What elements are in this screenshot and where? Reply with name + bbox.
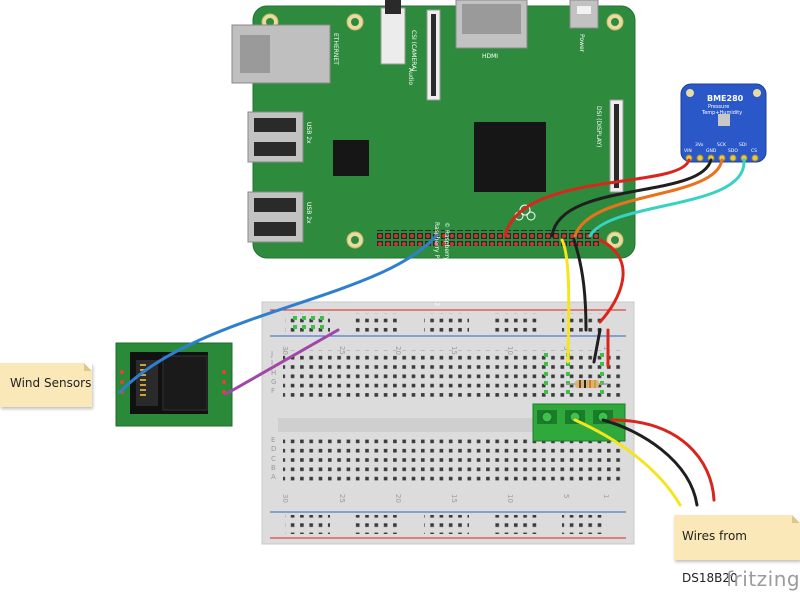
bb-col-25-bottom: 25 [338,494,346,503]
bb-row-b: B [271,464,276,472]
fritzing-watermark: fritzing [726,567,800,591]
label-dsi: DSI (DISPLAY) [595,106,602,147]
bb-row-a: A [271,473,276,481]
wire-red-bme-vin[interactable] [503,158,691,238]
wire-black-pi-bb[interactable] [572,238,588,332]
bb-row-f: F [271,387,275,395]
note-wind-sensors[interactable]: Wind Sensors [0,363,92,407]
wire-red-pi-bb[interactable] [598,238,625,324]
bb-col-20: 20 [394,346,402,355]
resistor[interactable] [566,380,608,388]
wire-blue-wind[interactable] [118,234,438,394]
bme280-pin-sdi: SDI [739,142,747,148]
note-fold-icon [84,363,92,371]
bb-col-5: 5 [562,346,570,350]
bb-col-30: 30 [281,346,289,355]
label-csi: CSI (CAMERA) [410,30,417,72]
raspberry-pi[interactable]: ETHERNET USB 2x USB 2x Audio CSI (CAMERA… [231,0,636,306]
bme280-title: BME280 [707,94,744,103]
bb-row-c: C [271,455,276,463]
bb-row-d: D [271,445,276,453]
note-wind-sensors-text: Wind Sensors [10,376,92,390]
label-ethernet: ETHERNET [332,33,339,65]
bme280-pin-gnd: GND [706,148,717,154]
label-usb-2: USB 2x [305,202,312,224]
note-ds18b20-text: Wires from DS18B20 [682,529,747,585]
label-power: Power [578,34,585,53]
wire-yellow-pi-bb[interactable] [560,238,571,364]
wire-orange-bme-sck[interactable] [573,158,724,238]
bme280-pin-sck: SCK [717,142,727,148]
wire-purple-wind[interactable] [224,328,340,396]
audio-jack [380,7,406,65]
wire-black-bb-res[interactable] [592,328,602,364]
bb-col-10-bottom: 10 [506,494,514,503]
soc-chip [474,122,546,192]
bb-row-e: E [271,436,275,444]
label-usb-1: USB 2x [305,122,312,144]
note-fold-icon [792,515,800,523]
note-ds18b20-wires[interactable]: Wires from DS18B20 [674,515,800,585]
bme280-sensor[interactable]: BME280 Pressure Temp+Humidity VIN 3Vo GN… [680,83,767,163]
rj-connector[interactable] [115,342,233,427]
bme280-pin-cs: CS [751,148,757,154]
label-model: Raspberry Pi 3 Model B v1.2 [433,222,440,306]
bb-col-1: 1 [602,346,610,350]
bb-row-h: H [271,369,276,377]
label-hdmi: HDMI [482,53,498,60]
bb-col-20-bottom: 20 [394,494,402,503]
wire-cyan-bme-sdi[interactable] [588,158,746,238]
bb-col-15-bottom: 15 [450,494,458,503]
bb-row-g: G [271,378,276,386]
bme280-subtitle-1: Pressure [708,104,729,110]
gpio-header[interactable] [376,230,600,246]
bme280-pin-3vo: 3Vo [695,142,704,148]
wire-black-bme-gnd[interactable] [550,158,713,238]
bb-row-i: I [271,359,273,367]
usb-chip [333,140,369,176]
bb-col-25: 25 [338,346,346,355]
bb-col-15: 15 [450,346,458,355]
bme280-subtitle-2: Temp+Humidity [701,110,742,116]
bb-col-5-bottom: 5 [562,494,570,498]
bb-col-10: 10 [506,346,514,355]
wire-black-ds18b20[interactable] [601,418,699,507]
label-copyright: © Raspberry Pi 2015 [443,222,450,285]
label-audio: Audio [407,68,414,85]
bb-col-1-bottom: 1 [602,494,610,498]
bb-row-j: J [270,350,273,358]
bme280-pin-sdo: SDO [728,148,738,154]
bme280-pin-vin: VIN [684,148,692,154]
bb-col-30-bottom: 30 [281,494,289,503]
wire-red-ds18b20[interactable] [610,418,716,502]
wire-yellow-ds18b20[interactable] [573,418,682,507]
